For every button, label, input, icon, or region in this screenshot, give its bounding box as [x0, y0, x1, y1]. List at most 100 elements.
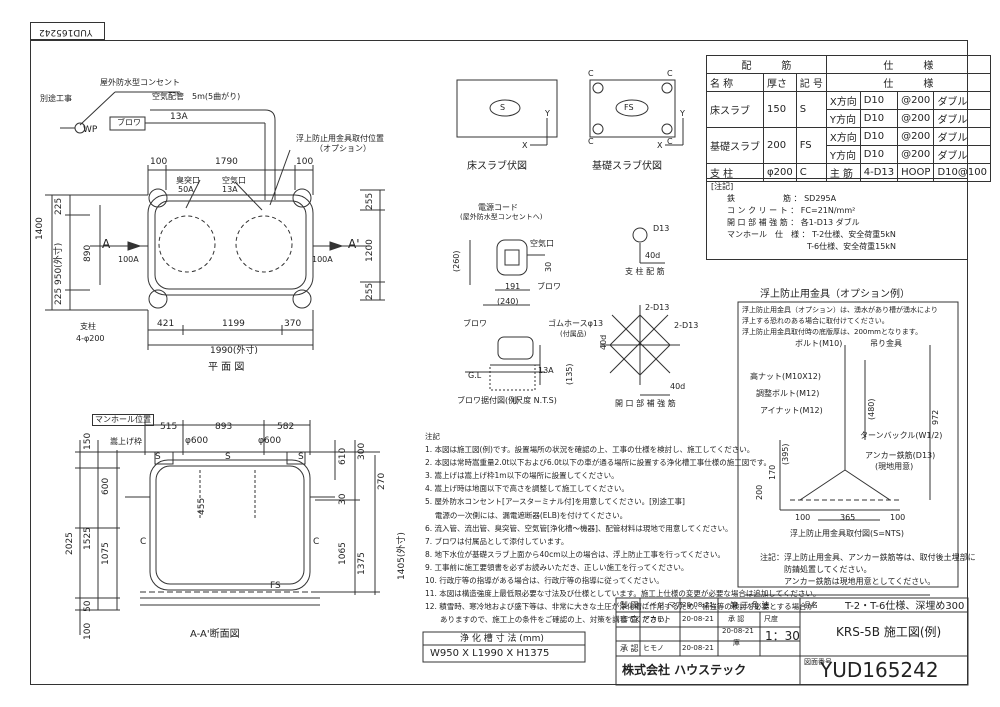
dim-1199: 1199	[222, 319, 245, 329]
float-d395: (395)	[781, 443, 790, 465]
row-bar: D10	[859, 127, 899, 146]
rebar-header-spec: 仕 様	[825, 55, 991, 74]
tb-r1-0: 製 図	[620, 601, 639, 610]
row-dir: X方向	[825, 91, 861, 110]
tb-r3-0: 承 認	[620, 644, 639, 653]
dim-30: 30	[338, 493, 348, 505]
note-line: 8. 地下水位が基礎スラブ上面から40cm以上の場合は、浮上防止工事を行ってくだ…	[425, 549, 725, 559]
dim-300: 300	[357, 442, 367, 460]
note-line: 5. 屋外防水コンセント[アースターミナル付]を用意してください。[別途工事]	[425, 497, 685, 507]
row-pitch: @200	[897, 91, 935, 110]
inlet-pipe-size: 100A	[118, 255, 139, 264]
col-thick: 厚さ	[763, 73, 797, 92]
note-line: 12. 積雪時、寒冷地および盛下等は、非常に大きな土圧が浄化槽に作用するため、補…	[425, 602, 815, 612]
general-notes: 注記 1. 本図は施工図(例)です。設置場所の状況を確認の上、工事の仕様を検討し…	[425, 430, 820, 626]
dim-582: 582	[277, 422, 295, 432]
section-title: A-A'断面図	[190, 629, 240, 640]
dim-1525: 1525	[83, 527, 93, 550]
rebar-table: 配 筋 仕 様 名 称 厚さ 記 号 仕 様 床スラブ 150 S X方向 D1…	[706, 55, 991, 182]
row-pitch: @200	[897, 145, 935, 164]
spec-note-line: 開 口 部 補 強 筋 ： 各1-D13 ダブル	[727, 218, 860, 227]
tb-model: KRS-5B 施工図(例)	[836, 625, 942, 639]
dim-950: 950(外寸)	[54, 242, 64, 285]
floor-slab-title: 床スラブ伏図	[467, 161, 527, 172]
row-type: ダブル	[933, 109, 991, 128]
blower-name: ブロワ	[537, 282, 561, 291]
dim-515: 515	[160, 422, 178, 432]
row-bar: D10	[859, 145, 899, 164]
note-line: 6. 流入管、流出管、臭突管、空気管[浄化槽〜機器]、配管材料は現地で用意してく…	[425, 523, 733, 533]
dim-455: 455	[197, 497, 207, 515]
blower-d191: 191	[505, 282, 521, 291]
inlet-size: 50A	[178, 185, 194, 194]
fs-mark: FS	[270, 581, 281, 591]
float-desc: 浮上防止用金具取付時の底版厚は、200mmとなります。	[742, 328, 923, 336]
row-name: 支 柱	[706, 163, 764, 182]
row-main-spec: 4-D13	[859, 163, 899, 182]
plan-view-lines	[45, 91, 385, 350]
row-type: ダブル	[933, 145, 991, 164]
dim-370: 370	[284, 319, 302, 329]
float-hanger: 吊り金具	[870, 339, 902, 348]
wiring-label: 別途工事	[40, 94, 72, 103]
float-inut: アイナット(M12)	[760, 406, 823, 415]
tb-r3-2: 20-08-21	[682, 644, 714, 652]
base-slab-y: Y	[680, 109, 685, 118]
dim-255a: 255	[365, 192, 375, 210]
opening-d13-b: 2-D13	[674, 321, 699, 330]
row-dir: X方向	[825, 127, 861, 146]
note-line: ありますので、施工上の条件をご確認の上、対策を講じてください。	[425, 615, 672, 625]
row-name: 床スラブ	[706, 91, 764, 128]
float-pos-label: 浮上防止用金具取付位置	[296, 134, 384, 143]
spec-note-line: マンホール 仕 様 ： T-2仕様、安全荷重5kN	[727, 230, 896, 239]
float-d100a: 100	[795, 513, 811, 522]
dim-225a: 225	[54, 197, 64, 215]
table-row: 床スラブ 150 S X方向 D10 @200 ダブル	[706, 91, 991, 128]
spec-note-line: 鉄 筋 ： SD295A	[727, 194, 837, 203]
base-slab-x: X	[657, 141, 663, 150]
dim-top-1790: 1790	[215, 157, 238, 167]
tb-r3-1: ヒモノ	[643, 644, 664, 652]
row-thick: 150	[763, 91, 797, 128]
c-mark-1: C	[140, 537, 147, 547]
row-bar: D10	[859, 109, 899, 128]
spec-note-line: T-6仕様、安全荷重15kN	[727, 242, 896, 251]
float-turn: ターンバックル(W1/2)	[860, 431, 943, 440]
blower-d260: (260)	[452, 250, 461, 272]
row-dir: Y方向	[825, 145, 861, 164]
tb-r2-0: 審 査	[620, 615, 639, 624]
spec-note-line: コ ン ク リ ー ト ： FC=21N/mm²	[727, 206, 856, 215]
dim-600: 600	[101, 477, 111, 495]
column-spec: 4-φ200	[76, 334, 105, 343]
dim-150: 150	[83, 432, 93, 450]
blower-d30: 30	[544, 261, 553, 272]
row-hoop-spec: D10@100	[933, 163, 991, 182]
dim-1075: 1075	[101, 542, 111, 565]
air-port-label: 空気口	[222, 176, 246, 185]
phi600-a: φ600	[185, 436, 209, 446]
base-slab-title: 基礎スラブ伏図	[592, 161, 662, 172]
dim-1400: 1400	[35, 217, 45, 240]
base-c-4: C	[667, 137, 673, 146]
tb-angle: 第 三 角 法	[730, 601, 770, 610]
float-onsite: (現地用意)	[875, 462, 914, 471]
capacity-value: W950 X L1990 X H1375	[430, 648, 550, 659]
blower-d240: (240)	[497, 297, 519, 306]
tb-scale-label: 尺度	[764, 615, 778, 623]
col-name: 名 称	[706, 73, 764, 92]
base-c-3: C	[588, 137, 594, 146]
row-name: 基礎スラブ	[706, 127, 764, 164]
install-gl: G.L	[468, 371, 482, 380]
tb-r2-2: 20-08-21	[682, 615, 714, 623]
tb-r2-1: アカモト	[643, 615, 671, 623]
install-13a: 13A	[538, 366, 554, 375]
tb-company: 株式会社 ハウステック	[622, 663, 747, 677]
column-d13: D13	[653, 224, 670, 233]
tb-subtitle: T-2・T-6仕様、深埋め300	[845, 601, 965, 612]
row-pitch: @200	[897, 127, 935, 146]
row-mark: C	[795, 163, 827, 182]
opening-40d-b: 40d	[670, 382, 686, 391]
section-view-lines	[75, 420, 380, 635]
c-mark-2: C	[313, 537, 320, 547]
